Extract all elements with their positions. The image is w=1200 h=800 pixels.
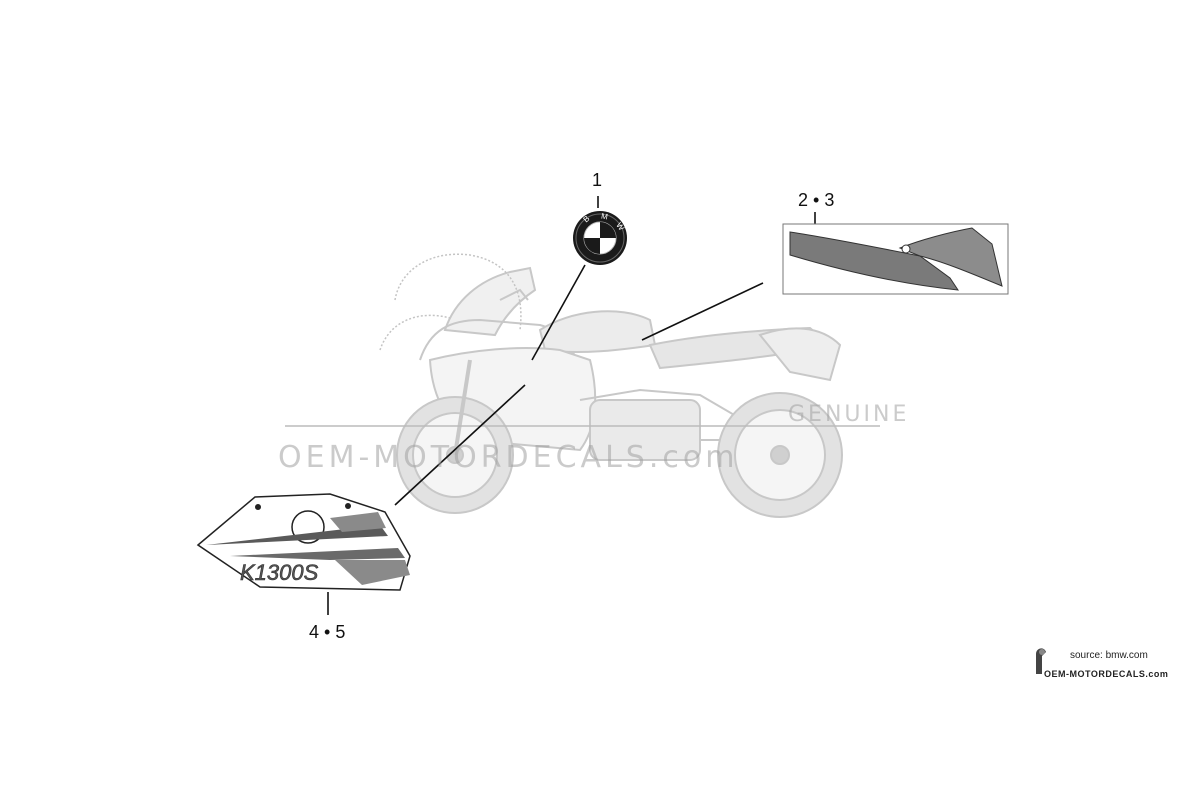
motorcycle-illustration bbox=[396, 266, 843, 518]
emblem-letter-b: B bbox=[581, 214, 591, 224]
watermark-graphic bbox=[285, 253, 880, 427]
callout-part-2-3: 2 • 3 bbox=[798, 190, 835, 210]
fairing-decal: K1300S bbox=[196, 493, 411, 591]
emblem-letter-m: M bbox=[600, 212, 608, 222]
callout-part-1: 1 bbox=[592, 170, 603, 190]
tank-decal-box bbox=[782, 223, 1009, 295]
source-label: source: bmw.com bbox=[1070, 650, 1148, 661]
leader-line-part23-bike bbox=[641, 282, 764, 341]
tank-decal-left bbox=[789, 231, 960, 291]
watermark-genuine: GENUINE bbox=[788, 402, 910, 427]
watermark-site: OEM-MOTORDECALS.com bbox=[278, 440, 739, 475]
leader-line-part1-bike bbox=[531, 264, 586, 361]
callout-part-4-5: 4 • 5 bbox=[309, 622, 346, 642]
brand-label: OEM-MOTORDECALS.com bbox=[1044, 669, 1169, 679]
leader-lines bbox=[327, 196, 816, 615]
footer-source: source: bmw.com OEM-MOTORDECALS.com bbox=[1030, 645, 1190, 685]
footer-logo-icon bbox=[1036, 648, 1046, 674]
leader-line-part45-bike bbox=[394, 384, 526, 506]
tank-decal-right bbox=[898, 227, 1003, 287]
emblem-letter-w: W bbox=[614, 221, 626, 233]
bmw-emblem-icon: B M W bbox=[573, 211, 627, 265]
model-text: K1300S bbox=[240, 560, 319, 585]
